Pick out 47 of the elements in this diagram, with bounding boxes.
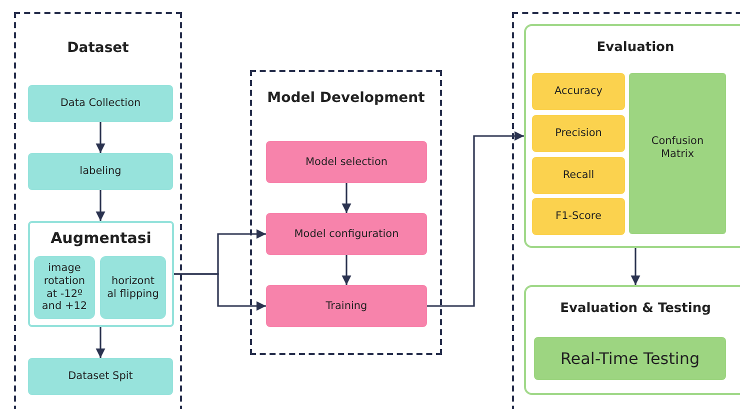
process-box [34, 256, 95, 319]
group-title: Evaluation [596, 40, 674, 56]
process-box [100, 256, 166, 319]
arrow [96, 190, 106, 221]
arrow [96, 327, 106, 358]
box-label: F1-Score [554, 210, 602, 223]
box-label: Model selection [304, 156, 389, 168]
box-label: Dataset Spit [67, 370, 134, 383]
arrow [342, 183, 352, 213]
box-label: Model configuration [293, 228, 400, 240]
metric-box [532, 157, 625, 194]
arrow [342, 255, 352, 285]
group-title: Evaluation & Testing [560, 301, 711, 317]
group-title: Augmentasi [50, 229, 152, 247]
box-label: Accuracy [554, 85, 604, 98]
group-title: Model Development [267, 90, 425, 107]
box-label: Data Collection [59, 97, 142, 110]
arrow [630, 248, 640, 285]
box-label: image rotation at -12º and +12 [41, 262, 88, 313]
metric-box [532, 73, 625, 110]
group-title: Dataset [67, 40, 129, 57]
dashed-group-frame [14, 12, 182, 409]
dashed-group-frame [250, 70, 442, 355]
box-label: Recall [562, 169, 596, 182]
group-box [524, 285, 740, 395]
arrow [96, 122, 106, 153]
group-box [524, 24, 740, 248]
box-label: horizont al flipping [107, 274, 159, 300]
arrow [174, 273, 266, 311]
box-label: Real-Time Testing [559, 348, 701, 368]
box-label: Precision [554, 127, 603, 140]
box-label: Training [324, 300, 368, 312]
metric-box [532, 115, 625, 152]
process-box [28, 358, 173, 395]
process-box [266, 285, 427, 327]
process-box [266, 141, 427, 183]
process-box [28, 85, 173, 122]
dashed-group-frame [512, 12, 740, 409]
box-label: labeling [78, 165, 122, 178]
process-box [629, 73, 726, 234]
metric-box [532, 198, 625, 235]
process-box [534, 337, 726, 380]
group-box [28, 221, 174, 327]
box-label: Confusion Matrix [650, 135, 705, 160]
arrow [427, 131, 524, 307]
process-box [266, 213, 427, 255]
process-box [28, 153, 173, 190]
